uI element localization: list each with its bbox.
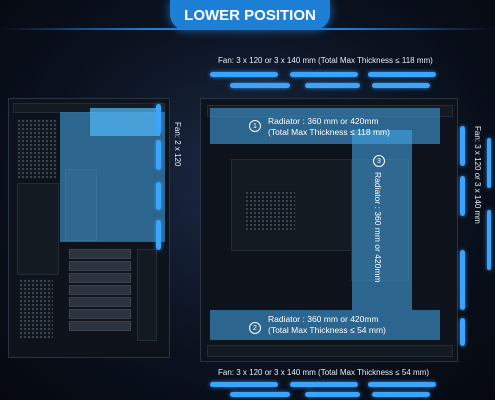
right-fan-bar-5	[487, 138, 491, 188]
bottom-fan-bar-6	[372, 392, 430, 397]
right-fan-bar-3	[460, 250, 465, 310]
top-fan-bar-6	[372, 83, 430, 88]
left-fan-bar-3	[156, 182, 161, 210]
top-fan-spec: Fan: 3 x 120 or 3 x 140 mm (Total Max Th…	[218, 56, 433, 65]
left-case-mesh-lower	[19, 279, 53, 339]
radiator-top-number: 1	[249, 120, 261, 132]
right-case-bottom-rail	[207, 345, 453, 357]
cpu-cutout-mesh	[245, 191, 295, 231]
left-case-mesh-upper	[17, 119, 57, 179]
top-fan-bar-2	[290, 72, 358, 77]
radiator-side-label: Radiator : 360 mm or 420mm	[373, 172, 383, 283]
radiator-top-line1: Radiator : 360 mm or 420mm	[268, 116, 379, 126]
top-fan-bar-4	[230, 83, 290, 88]
radiator-bottom-number: 2	[249, 322, 261, 334]
right-fan-bar-4	[460, 318, 465, 346]
top-fan-bar-5	[305, 83, 360, 88]
right-fan-bar-1	[460, 126, 465, 166]
bottom-fan-bar-2	[290, 382, 358, 387]
header-title: LOWER POSITION	[170, 0, 330, 30]
bottom-fan-bar-5	[305, 392, 360, 397]
right-fan-bar-2	[460, 176, 465, 216]
bottom-fan-bar-1	[210, 382, 278, 387]
left-fan-bar-2	[156, 140, 161, 170]
pci-slot	[69, 309, 131, 319]
pci-slot	[69, 261, 131, 271]
left-fan-overlay-top	[90, 108, 160, 136]
radiator-top-line2: (Total Max Thickness ≤ 118 mm)	[268, 127, 390, 137]
left-case-psu-shroud	[17, 183, 59, 275]
top-fan-bar-1	[210, 72, 278, 77]
radiator-bottom-overlay	[210, 310, 440, 340]
pci-slot	[69, 273, 131, 283]
pci-slot	[69, 297, 131, 307]
right-fan-spec: Fan: 3 x 120 or 3 x 140 mm	[473, 126, 482, 224]
bottom-fan-bar-3	[368, 382, 436, 387]
radiator-bottom-line1: Radiator : 360 mm or 420mm	[268, 314, 379, 324]
left-fan-bar-4	[156, 220, 161, 250]
right-fan-bar-6	[487, 210, 491, 270]
left-fan-spec: Fan: 2 x 120	[173, 122, 182, 167]
bottom-fan-bar-4	[230, 392, 290, 397]
radiator-side-number: 3	[373, 155, 385, 167]
radiator-bottom-line2: (Total Max Thickness ≤ 54 mm)	[268, 325, 386, 335]
pci-slot	[69, 321, 131, 331]
top-fan-bar-3	[368, 72, 436, 77]
left-fan-bar-1	[156, 104, 161, 134]
bottom-fan-spec: Fan: 3 x 120 or 3 x 140 mm (Total Max Th…	[218, 368, 429, 377]
left-case-pci-bracket	[137, 249, 157, 341]
pci-slot	[69, 285, 131, 295]
pci-slot	[69, 249, 131, 259]
